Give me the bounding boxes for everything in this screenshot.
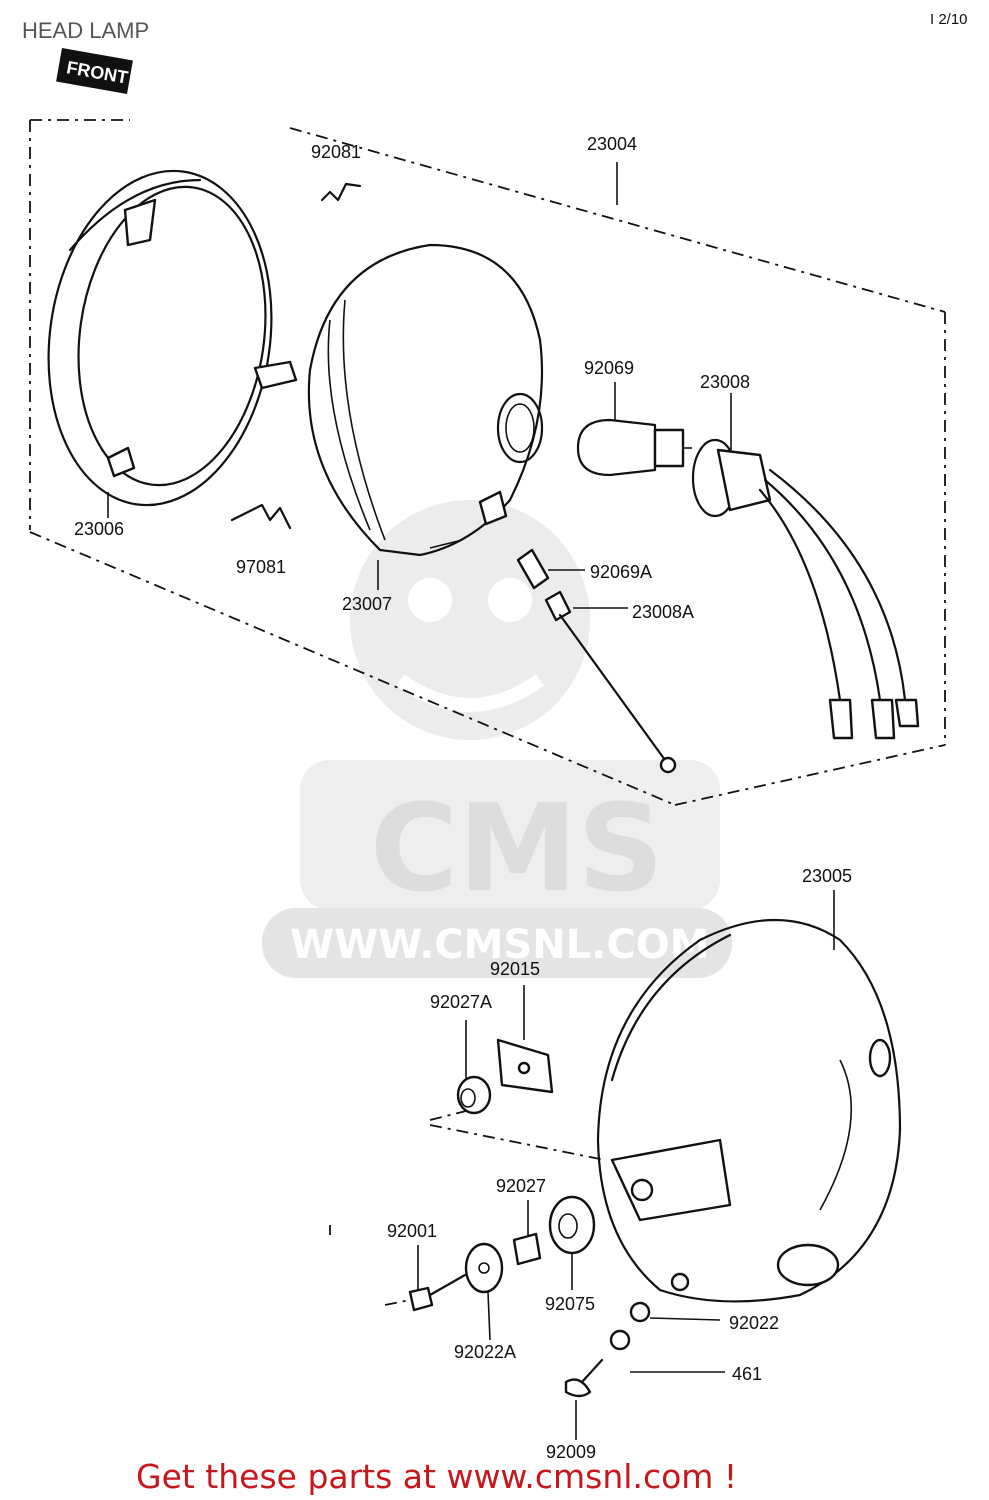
label-92027: 92027 bbox=[496, 1176, 546, 1196]
page-code: I 2/10 bbox=[930, 11, 968, 28]
assembly-boundary bbox=[29, 119, 946, 806]
label-23008: 23008 bbox=[700, 372, 750, 392]
bulb-icon bbox=[576, 418, 692, 477]
clip-top-icon bbox=[320, 182, 362, 202]
rim-ring bbox=[47, 169, 298, 507]
housing-shell bbox=[596, 919, 902, 1303]
collar-icon bbox=[512, 1232, 542, 1266]
label-92069: 92069 bbox=[584, 358, 634, 378]
label-23007: 23007 bbox=[342, 594, 392, 614]
pilot-bulb-wire bbox=[516, 548, 677, 774]
watermark-cms: CMS bbox=[370, 780, 664, 919]
label-92069a: 92069A bbox=[590, 562, 652, 582]
label-92027a: 92027A bbox=[430, 992, 492, 1012]
watermark-logo: CMS WWW.CMSNL.COM bbox=[262, 500, 732, 978]
label-92075: 92075 bbox=[545, 1294, 595, 1314]
label-23006: 23006 bbox=[74, 519, 124, 539]
washer-small-icon bbox=[629, 1301, 651, 1323]
reflector-unit bbox=[307, 243, 544, 557]
washer-icon bbox=[464, 1242, 504, 1294]
promo-link[interactable]: Get these parts at www.cmsnl.com ! bbox=[136, 1457, 737, 1496]
front-tag: FRONT bbox=[56, 47, 133, 94]
label-92081-bottom: 97081 bbox=[236, 557, 286, 577]
label-92022a: 92022A bbox=[454, 1342, 516, 1362]
clip-bottom-icon bbox=[230, 503, 292, 530]
label-92001: 92001 bbox=[387, 1221, 437, 1241]
label-461: 461 bbox=[732, 1364, 762, 1384]
label-92009: 92009 bbox=[546, 1442, 596, 1462]
label-92081-top: 92081 bbox=[311, 142, 361, 162]
label-23008a: 23008A bbox=[632, 602, 694, 622]
label-23004: 23004 bbox=[587, 134, 637, 154]
screw-icon bbox=[564, 1378, 592, 1398]
socket-wires bbox=[691, 438, 920, 740]
diagram-title: HEAD LAMP bbox=[22, 18, 149, 43]
label-92015: 92015 bbox=[490, 959, 540, 979]
mount-hardware bbox=[329, 1038, 651, 1398]
label-92022: 92022 bbox=[729, 1313, 779, 1333]
damper-icon bbox=[548, 1195, 596, 1255]
nut-icon bbox=[609, 1329, 631, 1351]
watermark-url: WWW.CMSNL.COM bbox=[290, 922, 710, 968]
bolt-icon bbox=[408, 1286, 434, 1312]
label-23005: 23005 bbox=[802, 866, 852, 886]
leader-lines bbox=[107, 162, 835, 1440]
